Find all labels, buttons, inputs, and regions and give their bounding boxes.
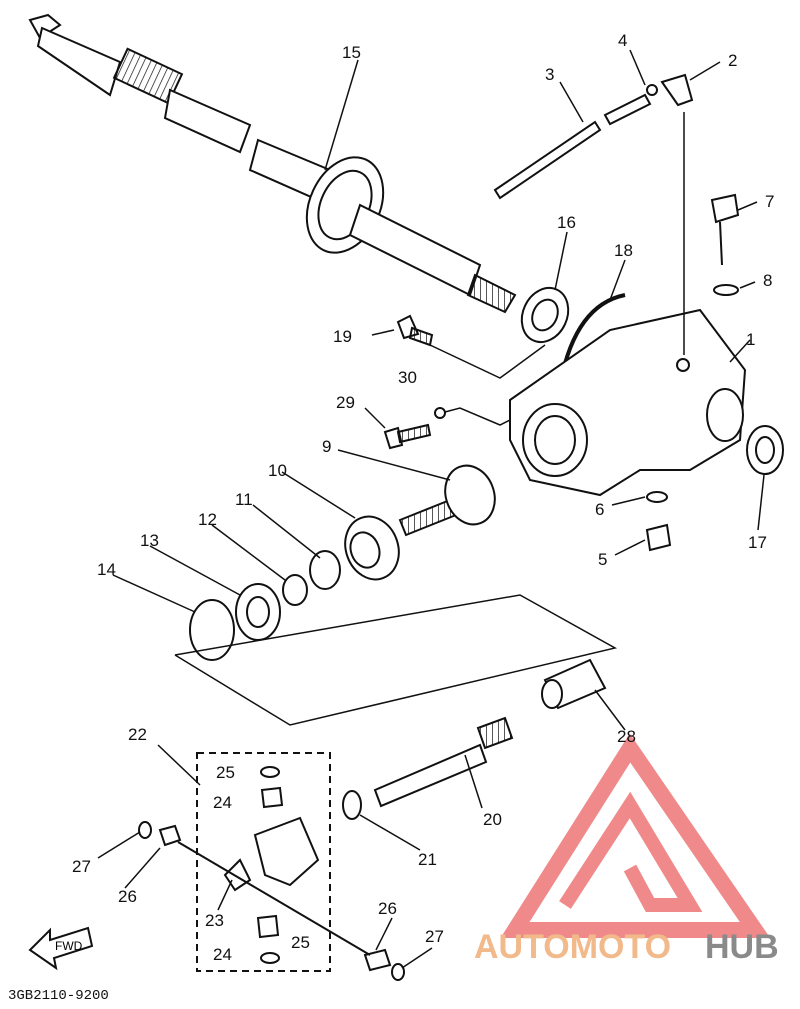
callout-5: 5 (598, 550, 607, 569)
callout-18: 18 (614, 241, 633, 260)
part-caps-26-27 (138, 821, 405, 981)
part-oring-8 (713, 284, 739, 296)
callout-29: 29 (336, 393, 355, 412)
callout-2: 2 (728, 51, 737, 70)
callout-25a: 25 (216, 763, 235, 782)
callout-20: 20 (483, 810, 502, 829)
watermark-word-1: AUTOMOTO (474, 928, 671, 966)
callout-26a: 26 (118, 887, 137, 906)
part-plug-7 (710, 193, 740, 296)
part-shaft-15 (28, 13, 517, 314)
callout-30: 30 (398, 368, 417, 387)
callout-24a: 24 (213, 793, 232, 812)
callout-13: 13 (140, 531, 159, 550)
fwd-arrow-icon (28, 926, 94, 971)
callout-25b: 25 (291, 933, 310, 952)
part-fitting-2 (646, 73, 694, 107)
callout-4: 4 (618, 31, 627, 50)
fwd-arrow: FWD (28, 926, 94, 971)
callout-22: 22 (128, 725, 147, 744)
part-oring-11 (309, 550, 341, 590)
callout-27b: 27 (425, 927, 444, 946)
callout-3: 3 (545, 65, 554, 84)
watermark-logo (500, 733, 771, 938)
logo-triangle (500, 733, 771, 938)
callout-27a: 27 (72, 857, 91, 876)
part-bearings-10-14 (189, 515, 400, 661)
callout-6: 6 (595, 500, 604, 519)
part-hose-3 (493, 93, 652, 200)
callout-11: 11 (235, 490, 253, 509)
watermark-text: AUTOMOTO HUB (474, 928, 779, 966)
callout-19: 19 (333, 327, 352, 346)
callout-15: 15 (342, 43, 361, 62)
part-coupling-28 (541, 658, 607, 710)
part-seal-12 (282, 574, 308, 606)
part-clip-21 (342, 790, 362, 820)
leader-lines (97, 49, 765, 969)
fwd-label: FWD (55, 939, 83, 953)
callout-7: 7 (765, 192, 774, 211)
callout-8: 8 (763, 271, 772, 290)
callout-10: 10 (268, 461, 287, 480)
callout-23: 23 (205, 911, 224, 930)
part-pinion-9 (398, 464, 496, 537)
part-nut-14 (189, 599, 235, 661)
callout-16: 16 (557, 213, 576, 232)
part-driveshaft-20 (342, 716, 514, 820)
part-housing-1 (509, 308, 747, 497)
callout-9: 9 (322, 437, 331, 456)
part-washer-6 (646, 491, 668, 503)
diagram-code: 3GB2110-9200 (8, 988, 109, 1004)
part-bolts (383, 314, 446, 450)
callout-labels: 1 2 3 4 5 6 7 8 9 10 11 12 13 14 15 16 1… (72, 31, 774, 964)
callout-21: 21 (418, 850, 437, 869)
callout-24b: 24 (213, 945, 232, 964)
part-seal-16 (520, 286, 626, 386)
callout-14: 14 (97, 560, 116, 579)
callout-12: 12 (198, 510, 217, 529)
part-drain-5 (645, 491, 672, 552)
callout-26b: 26 (378, 899, 397, 918)
callout-28: 28 (617, 727, 636, 746)
assembly-guide-line (174, 594, 618, 726)
callout-1: 1 (746, 330, 755, 349)
watermark-word-2: HUB (705, 928, 779, 966)
logo-m-shape (559, 791, 703, 912)
callout-17: 17 (748, 533, 767, 552)
part-bearing-17 (746, 425, 784, 475)
part-ujoint-22 (196, 752, 331, 972)
